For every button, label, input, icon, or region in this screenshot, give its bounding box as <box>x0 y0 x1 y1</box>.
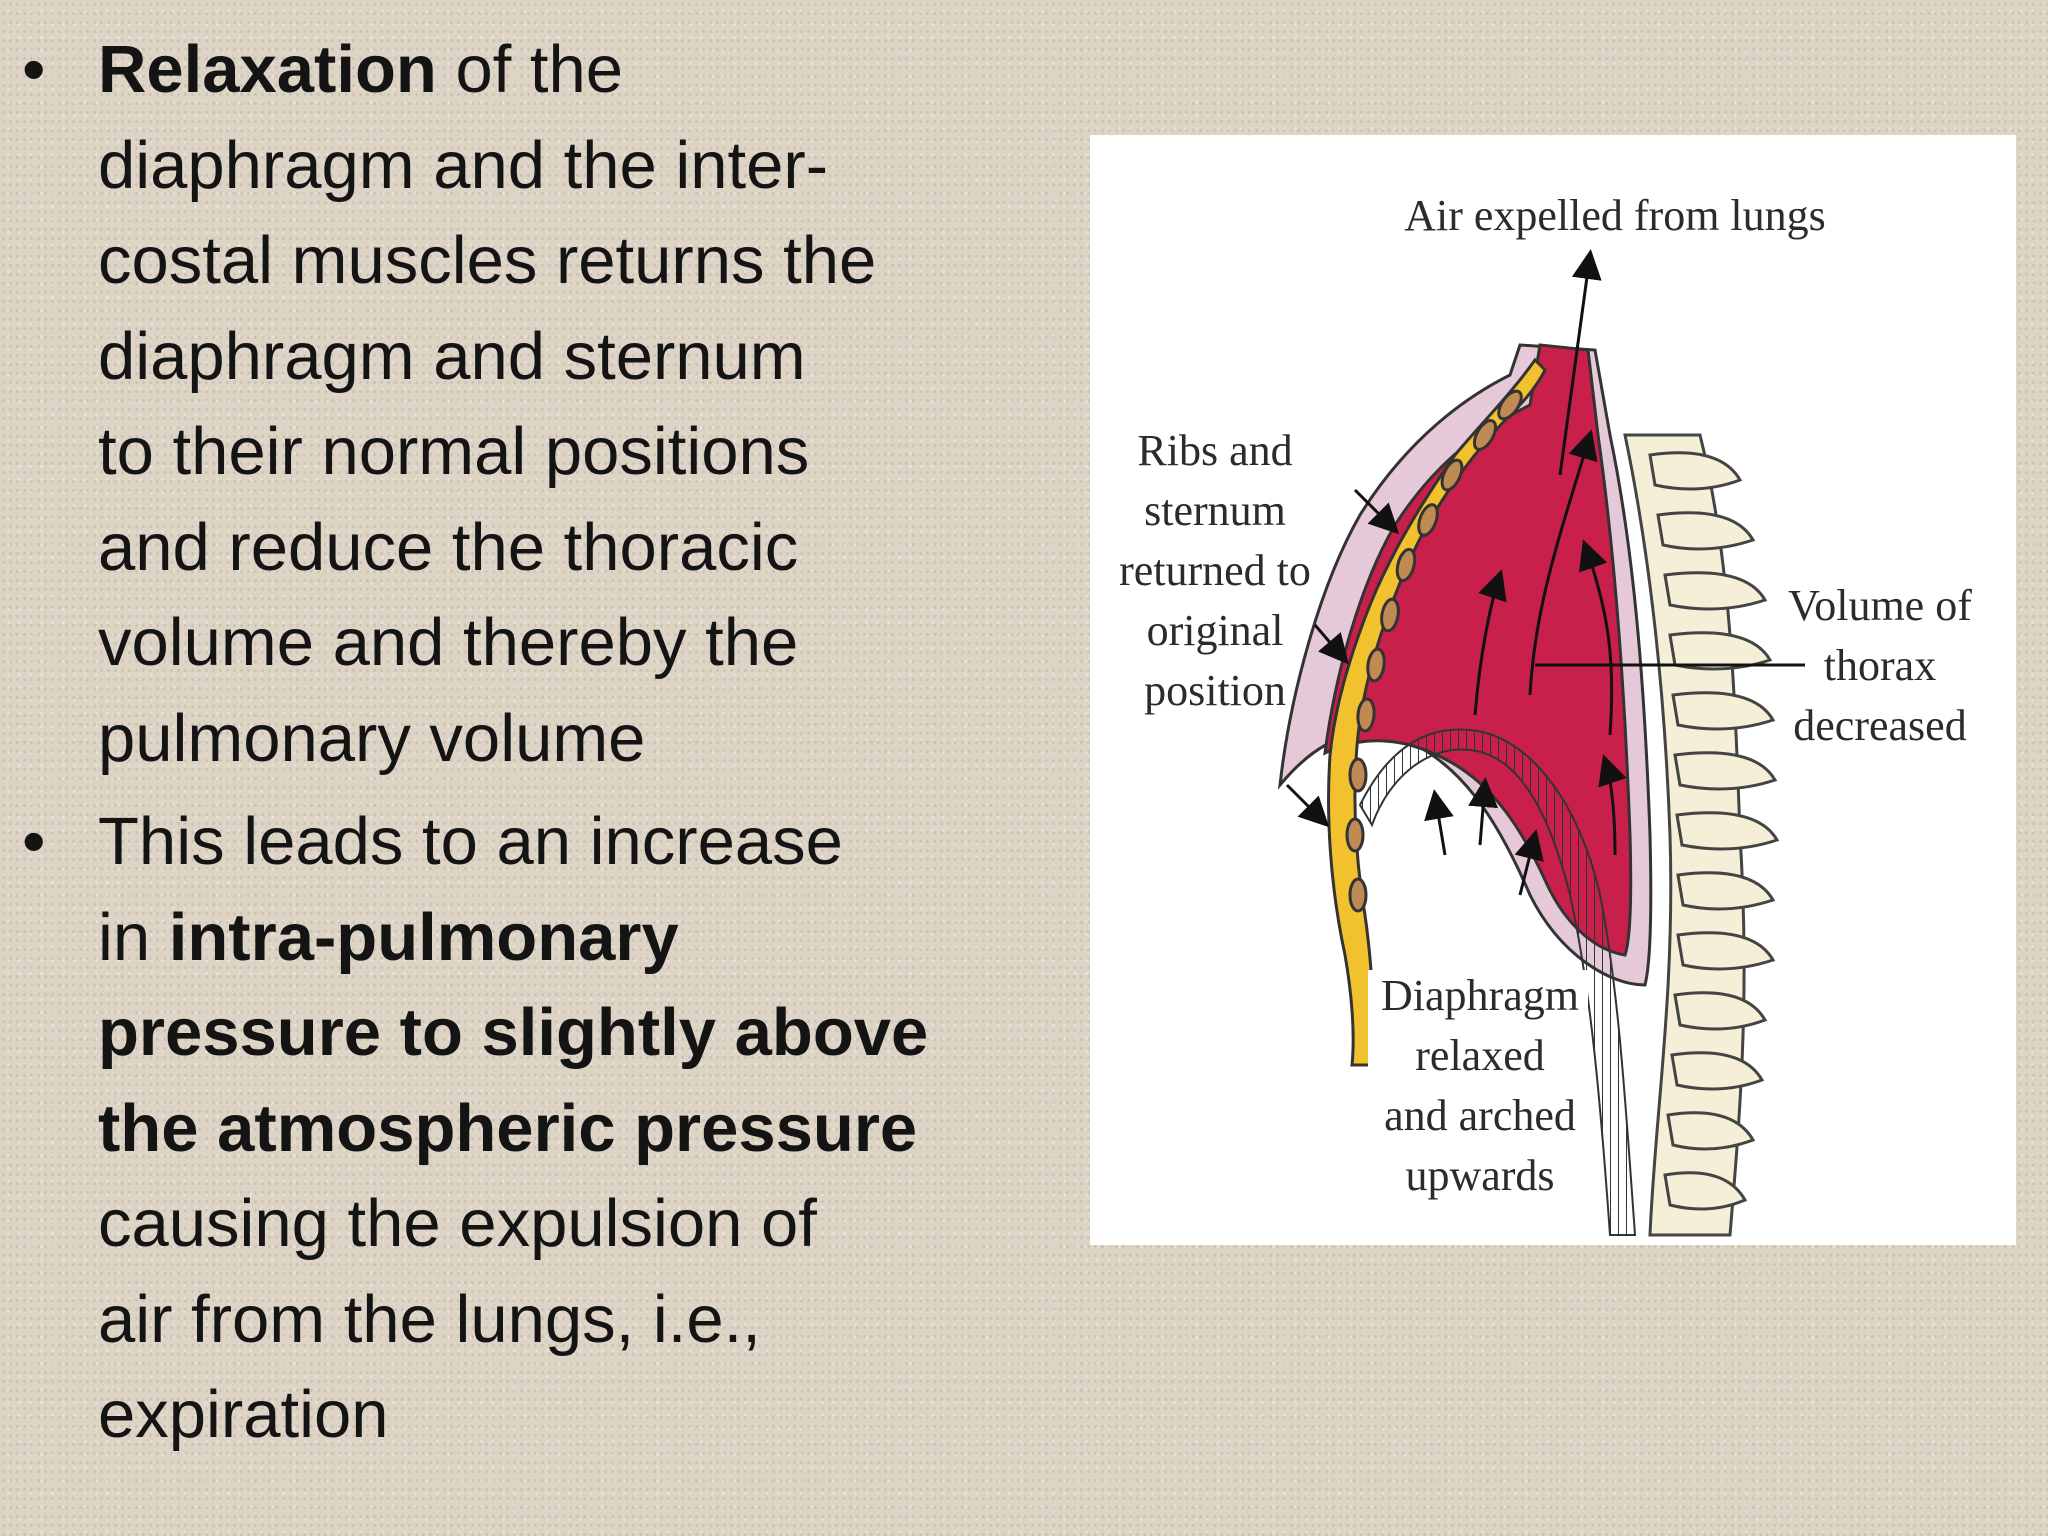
airflow-arrows <box>1285 249 1627 896</box>
label-ribs-sternum: Ribs and sternum returned to original po… <box>1119 426 1311 715</box>
text-line: volume and thereby the <box>98 605 799 680</box>
rib-sections <box>1345 389 1523 913</box>
svg-text:Ribs and: Ribs and <box>1137 426 1292 475</box>
text-line: and reduce the thoracic <box>98 509 799 585</box>
bullet-pressure: • This leads to an increase in intra-pul… <box>22 794 982 1463</box>
svg-text:Diaphragm: Diaphragm <box>1381 971 1579 1020</box>
text-line: diaphragm and the inter- <box>98 127 828 203</box>
text-line: the atmospheric pressure <box>98 1090 918 1166</box>
text-line: expiration <box>98 1377 389 1452</box>
svg-text:thorax: thorax <box>1824 641 1936 690</box>
spine <box>1623 433 1780 1237</box>
diaphragm <box>1358 728 1637 1236</box>
text-line: causing the expulsion of <box>98 1186 817 1261</box>
svg-text:sternum: sternum <box>1144 486 1286 535</box>
slide-text: • Relaxation of the diaphragm and the in… <box>22 22 982 1463</box>
text-line: in intra-pulmonary <box>98 899 679 975</box>
svg-text:upwards: upwards <box>1405 1151 1554 1200</box>
svg-text:Volume of: Volume of <box>1788 581 1972 630</box>
ribs-sternum <box>1327 357 1547 1067</box>
label-diaphragm-relaxed: Diaphragm relaxed and arched upwards <box>1368 970 1588 1225</box>
text-line: pulmonary volume <box>98 700 646 776</box>
bullet-relaxation: • Relaxation of the diaphragm and the in… <box>22 22 982 786</box>
svg-text:decreased: decreased <box>1793 701 1966 750</box>
text-line: to their normal positions <box>98 414 810 489</box>
bullet-dot: • <box>22 804 46 879</box>
label-air-expelled: Air expelled from lungs <box>1404 191 1826 240</box>
svg-text:relaxed: relaxed <box>1415 1031 1544 1080</box>
text-line: diaphragm and sternum <box>98 318 806 394</box>
text-line: This leads to an increase <box>98 804 843 879</box>
thorax-expiration-diagram: Air expelled from lungs Ribs and sternum… <box>1090 135 2016 1245</box>
svg-text:returned to: returned to <box>1119 546 1311 595</box>
bullet-dot: • <box>22 32 46 107</box>
text-line: costal muscles returns the <box>98 223 877 298</box>
svg-text:position: position <box>1144 666 1286 715</box>
svg-text:original: original <box>1147 606 1284 655</box>
text-line: Relaxation of the <box>98 32 624 107</box>
diagram-svg: Air expelled from lungs Ribs and sternum… <box>1119 191 1972 1237</box>
text-line: pressure to slightly above <box>98 995 929 1070</box>
svg-text:and arched: and arched <box>1384 1091 1576 1140</box>
text-line: air from the lungs, i.e., <box>98 1281 761 1357</box>
label-volume-thorax: Volume of thorax decreased <box>1788 581 1972 750</box>
